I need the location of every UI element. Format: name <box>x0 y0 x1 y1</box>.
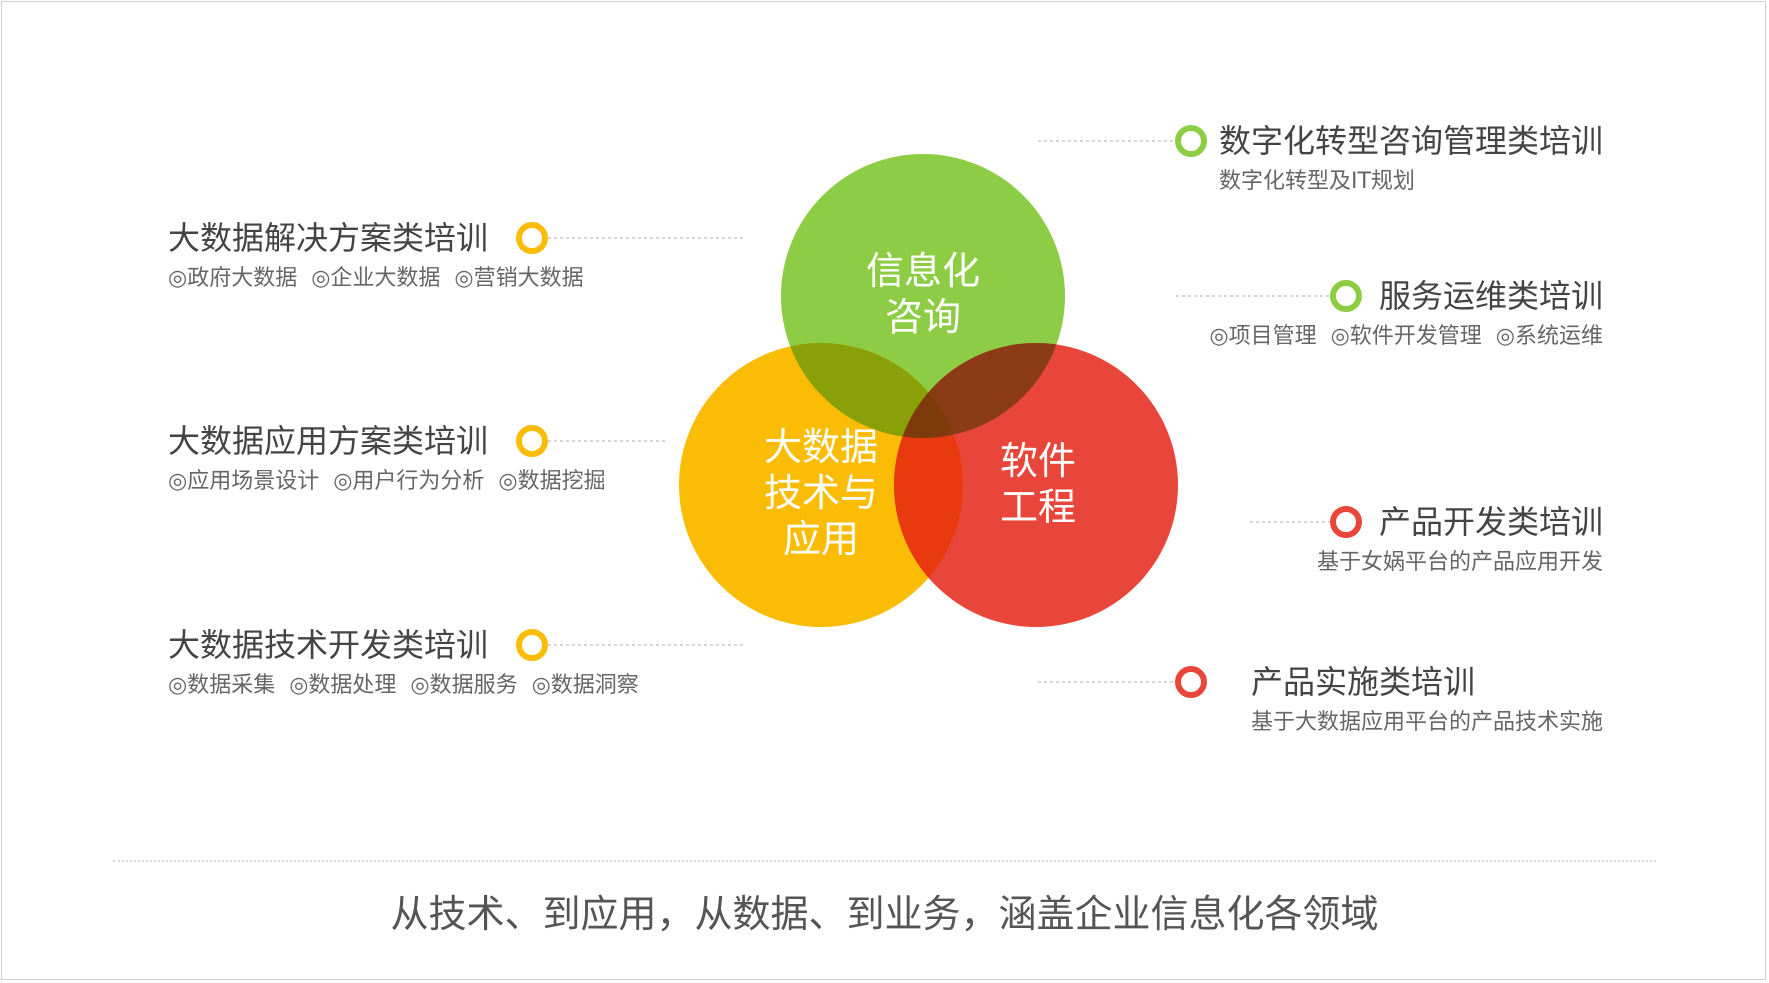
sub-tag: ◎软件开发管理 <box>1330 324 1482 349</box>
sub-tag: ◎数据挖掘 <box>498 469 606 494</box>
marker-right-1 <box>1175 125 1207 157</box>
marker-left-1 <box>516 222 548 254</box>
left-item-application: 大数据应用方案类培训 ◎应用场景设计 ◎用户行为分析 ◎数据挖掘 <box>168 421 620 497</box>
circle-green-line2: 咨询 <box>884 295 961 339</box>
right-item-sub: 基于女娲平台的产品应用开发 <box>1316 550 1603 575</box>
sub-tag: ◎数据采集 <box>168 673 276 698</box>
sub-tag: ◎数据服务 <box>410 673 518 698</box>
sub-tag: ◎企业大数据 <box>311 266 441 291</box>
left-item-title: 大数据解决方案类培训 <box>168 219 489 257</box>
right-item-digital-consulting: 数字化转型咨询管理类培训 数字化转型及IT规划 <box>1219 121 1603 197</box>
sub-tag: ◎应用场景设计 <box>168 469 320 494</box>
left-item-subs: ◎政府大数据 ◎企业大数据 ◎营销大数据 <box>168 264 598 294</box>
right-item-sub: 基于大数据应用平台的产品技术实施 <box>1250 710 1603 735</box>
marker-right-4 <box>1175 666 1207 698</box>
marker-right-3 <box>1330 506 1362 538</box>
circle-red-line1: 软件 <box>999 439 1076 483</box>
circle-red-line2: 工程 <box>999 485 1076 529</box>
sub-tag: ◎系统运维 <box>1495 324 1603 349</box>
right-item-ops: 服务运维类培训 ◎项目管理 ◎软件开发管理 ◎系统运维 <box>1195 276 1603 352</box>
sub-tag: ◎营销大数据 <box>454 266 584 291</box>
right-item-title: 数字化转型咨询管理类培训 <box>1218 122 1603 160</box>
circle-green-line1: 信息化 <box>865 249 980 293</box>
sub-tag: ◎政府大数据 <box>168 266 298 291</box>
left-item-solution: 大数据解决方案类培训 ◎政府大数据 ◎企业大数据 ◎营销大数据 <box>168 218 598 294</box>
marker-right-2 <box>1330 280 1362 312</box>
marker-left-2 <box>516 425 548 457</box>
footer-tagline: 从技术、到应用，从数据、到业务，涵盖企业信息化各领域 <box>390 892 1379 936</box>
right-item-title: 服务运维类培训 <box>1378 277 1603 315</box>
circle-yellow-line3: 应用 <box>782 517 859 561</box>
sub-tag: ◎用户行为分析 <box>333 469 485 494</box>
circle-label-red: 软件 工程 <box>968 438 1108 530</box>
left-item-subs: ◎数据采集 ◎数据处理 ◎数据服务 ◎数据洞察 <box>168 671 653 701</box>
circle-yellow-line1: 大数据 <box>763 425 878 469</box>
sub-tag: ◎项目管理 <box>1209 324 1317 349</box>
left-item-subs: ◎应用场景设计 ◎用户行为分析 ◎数据挖掘 <box>168 467 620 497</box>
left-item-title: 大数据技术开发类培训 <box>168 626 489 664</box>
circle-label-green: 信息化 咨询 <box>853 248 993 340</box>
circle-label-yellow: 大数据 技术与 应用 <box>751 424 891 562</box>
left-item-title: 大数据应用方案类培训 <box>168 422 489 460</box>
marker-left-3 <box>516 629 548 661</box>
overlap-green-red <box>894 343 1065 438</box>
overlap-green-yellow <box>781 343 963 438</box>
right-item-product-impl: 产品实施类培训 基于大数据应用平台的产品技术实施 <box>1251 662 1603 738</box>
right-item-sub: 数字化转型及IT规划 <box>1218 169 1415 194</box>
right-item-title: 产品实施类培训 <box>1250 663 1475 701</box>
footer-divider <box>113 860 1656 862</box>
right-item-title: 产品开发类培训 <box>1378 503 1603 541</box>
sub-tag: ◎数据处理 <box>289 673 397 698</box>
sub-tag: ◎数据洞察 <box>531 673 639 698</box>
right-item-subs: ◎项目管理 ◎软件开发管理 ◎系统运维 <box>1195 322 1603 352</box>
circle-yellow-line2: 技术与 <box>763 471 878 515</box>
left-item-tech-dev: 大数据技术开发类培训 ◎数据采集 ◎数据处理 ◎数据服务 ◎数据洞察 <box>168 625 653 701</box>
right-item-product-dev: 产品开发类培训 基于女娲平台的产品应用开发 <box>1317 502 1603 578</box>
